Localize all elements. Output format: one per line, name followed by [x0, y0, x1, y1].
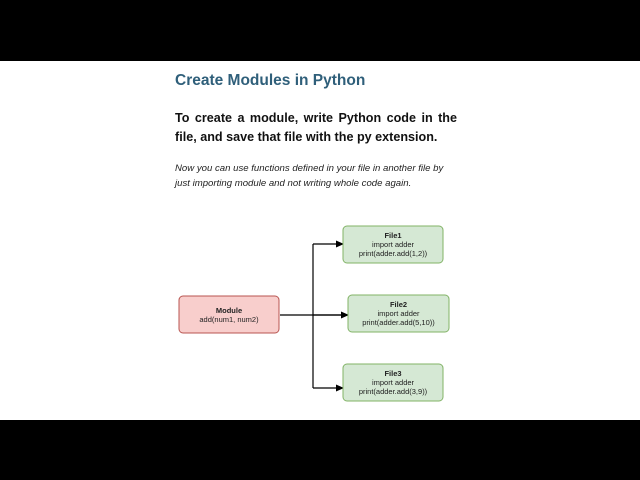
- file1-line1: import adder: [372, 240, 415, 249]
- file2-box: [347, 294, 450, 333]
- module-node: Module add(num1, num2): [178, 295, 280, 334]
- module-box: [178, 295, 280, 334]
- file-node-2: File2 import adder print(adder.add(5,10)…: [347, 294, 450, 333]
- file2-line2: print(adder.add(5,10)): [362, 318, 435, 327]
- file3-title: File3: [384, 369, 401, 378]
- slide: Create Modules in Python To create a mod…: [0, 61, 640, 420]
- page-title: Create Modules in Python: [175, 72, 366, 89]
- file-node-3: File3 import adder print(adder.add(3,9)): [342, 363, 444, 402]
- file1-line2: print(adder.add(1,2)): [359, 249, 428, 258]
- file3-line1: import adder: [372, 378, 415, 387]
- connectors: [280, 240, 349, 392]
- file2-title: File2: [390, 300, 407, 309]
- file1-title: File1: [384, 231, 401, 240]
- file3-line2: print(adder.add(3,9)): [359, 387, 428, 396]
- lead-text: To create a module, write Python code in…: [175, 111, 457, 144]
- file1-box: [342, 225, 444, 264]
- module-title: Module: [216, 306, 242, 315]
- file-node-1: File1 import adder print(adder.add(1,2)): [342, 225, 444, 264]
- file3-box: [342, 363, 444, 402]
- module-diagram: Module add(num1, num2) File1 import adde…: [178, 225, 450, 402]
- module-signature: add(num1, num2): [199, 315, 259, 324]
- file2-line1: import adder: [377, 309, 420, 318]
- note-text: Now you can use functions defined in you…: [175, 163, 444, 189]
